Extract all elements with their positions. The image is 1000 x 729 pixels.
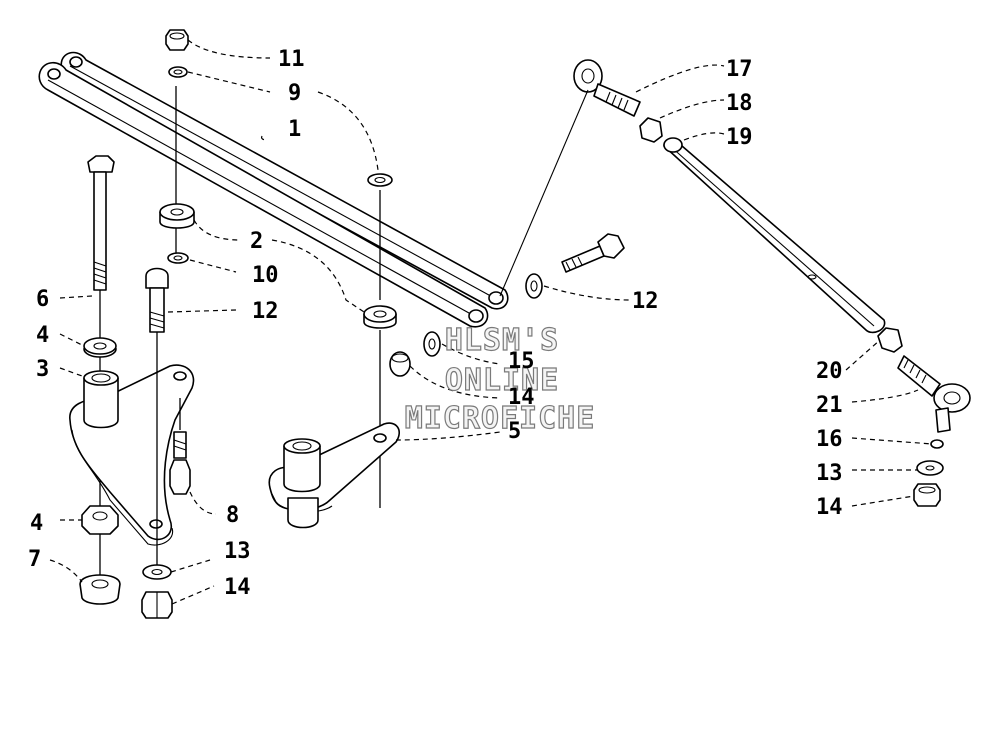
washer-near-bolt-12 bbox=[525, 273, 543, 299]
callout-12-left: 12 bbox=[252, 299, 279, 324]
nut-11 bbox=[165, 29, 189, 51]
washer-13-middle bbox=[142, 564, 172, 580]
callout-4-upper: 4 bbox=[36, 323, 49, 348]
callout-16: 16 bbox=[816, 427, 843, 452]
callout-13-right: 13 bbox=[816, 461, 843, 486]
callout-7: 7 bbox=[28, 547, 41, 572]
callout-9: 9 bbox=[288, 81, 301, 106]
nut-15 bbox=[389, 351, 411, 377]
callout-4-lower: 4 bbox=[30, 511, 43, 536]
tie-rod-19 bbox=[663, 137, 886, 334]
washer-4-upper bbox=[83, 337, 117, 358]
washer-14-center bbox=[423, 331, 441, 357]
washer-10 bbox=[167, 252, 189, 264]
idler-arm-5 bbox=[268, 422, 400, 529]
watermark-line-2: ONLINE bbox=[445, 363, 559, 398]
spacer-2-upper bbox=[159, 203, 195, 229]
bolt-12-right bbox=[561, 233, 625, 273]
watermark-line-1: HLSM'S bbox=[445, 323, 559, 358]
pivot-bracket-3 bbox=[69, 364, 195, 546]
jam-nut-20 bbox=[877, 327, 903, 353]
bolt-8 bbox=[169, 398, 191, 495]
callouts: 11 9 1 2 10 12 6 4 3 8 4 7 13 14 15 14 5… bbox=[28, 47, 843, 600]
callout-20: 20 bbox=[816, 359, 843, 384]
watermark-line-3: MICROFICHE bbox=[405, 401, 596, 436]
spacer-2-lower bbox=[363, 305, 397, 329]
callout-3: 3 bbox=[36, 357, 49, 382]
callout-18: 18 bbox=[726, 91, 753, 116]
callout-15: 15 bbox=[508, 349, 535, 374]
watermark: HLSM'S ONLINE MICROFICHE bbox=[404, 322, 596, 436]
callout-1: 1 bbox=[288, 117, 301, 142]
arm-assembly bbox=[38, 51, 509, 328]
callout-14-right: 14 bbox=[816, 495, 843, 520]
washer-13-right bbox=[916, 460, 944, 476]
callout-14-center: 14 bbox=[508, 385, 535, 410]
callout-2: 2 bbox=[250, 229, 263, 254]
callout-8: 8 bbox=[226, 503, 239, 528]
nut-14-middle bbox=[141, 591, 173, 619]
washer-16 bbox=[930, 439, 944, 449]
callout-10: 10 bbox=[252, 263, 279, 288]
lock-washer-9-lower bbox=[367, 173, 393, 187]
callout-14-left: 14 bbox=[224, 575, 251, 600]
callout-13-left: 13 bbox=[224, 539, 251, 564]
rod-end-21 bbox=[897, 355, 971, 433]
cap-nut-7 bbox=[79, 574, 121, 605]
leader-lines bbox=[49, 39, 933, 605]
nut-14-right bbox=[913, 483, 941, 507]
callout-11: 11 bbox=[278, 47, 305, 72]
callout-5: 5 bbox=[508, 419, 521, 444]
bolt-12-middle bbox=[145, 267, 169, 575]
callout-12-right: 12 bbox=[632, 289, 659, 314]
callout-19: 19 bbox=[726, 125, 753, 150]
rod-end-17 bbox=[573, 59, 641, 117]
lock-washer-9-upper bbox=[168, 66, 188, 78]
jam-nut-18 bbox=[639, 117, 663, 143]
callout-6: 6 bbox=[36, 287, 49, 312]
callout-17: 17 bbox=[726, 57, 753, 82]
nut-4-lower bbox=[81, 505, 119, 535]
callout-21: 21 bbox=[816, 393, 843, 418]
